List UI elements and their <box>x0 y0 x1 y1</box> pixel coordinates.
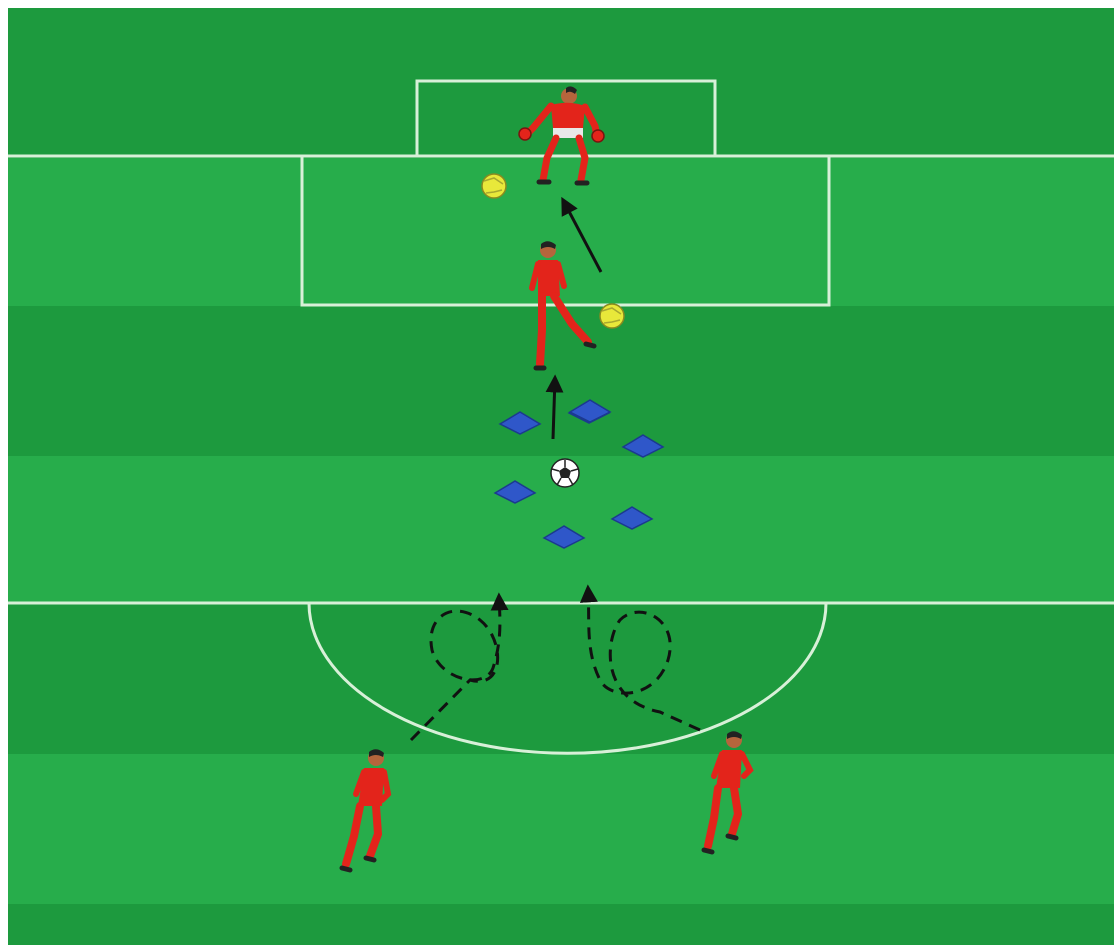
soccer-ball-icon <box>551 459 579 487</box>
yellow-ball-icon <box>482 174 506 198</box>
yellow-ball-icon <box>600 304 624 328</box>
dribble-arrow <box>553 378 555 439</box>
